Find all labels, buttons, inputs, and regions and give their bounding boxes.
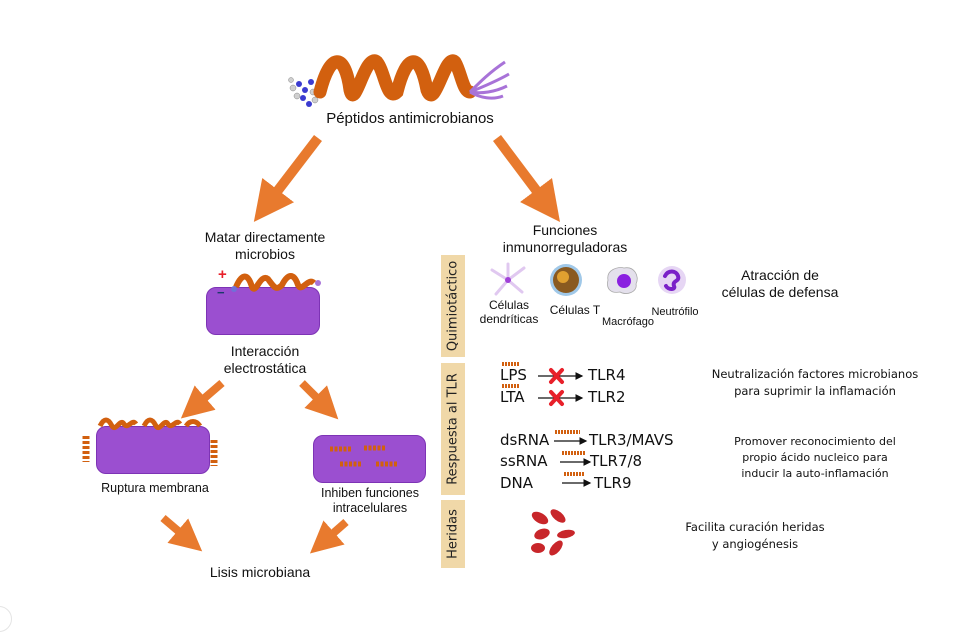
tlr-desc2-line1: Promover reconocimiento del	[734, 435, 896, 448]
tlr-desc-neutralize: Neutralización factores microbianos para…	[700, 366, 930, 399]
kill-heading-line1: Matar directamente	[204, 229, 326, 245]
ligand-dsrna: dsRNA	[500, 431, 550, 449]
wound-desc-line1: Facilita curación heridas	[685, 520, 825, 534]
interaction-line2: electrostática	[223, 359, 307, 376]
inhibit-line2: intracelulares	[332, 501, 408, 515]
kill-heading-line2: microbios	[235, 245, 295, 262]
chemotaxis-desc: Atracción de células de defensa	[700, 267, 860, 301]
interaction-label: Interacción electrostática	[190, 343, 340, 377]
interaction-line1: Interacción	[230, 343, 300, 359]
rupture-label: Ruptura membrana	[101, 481, 209, 495]
immuno-heading: Funciones inmunorreguladoras	[490, 222, 640, 256]
immuno-heading-line2: inmunorreguladoras	[502, 238, 628, 255]
tab-wounds: Heridas	[441, 500, 465, 568]
receptor-tlr4: TLR4	[588, 366, 626, 384]
tab-chemotactic: Quimiotáctico	[441, 255, 465, 357]
red-blood-cells-icon	[531, 509, 575, 556]
tlr-row-dna: DNA	[500, 474, 533, 492]
tlr-desc-promote: Promover reconocimiento del propio ácido…	[715, 434, 915, 482]
arrow-to-immuno	[493, 135, 560, 222]
arrow-to-rupture	[180, 379, 225, 419]
title-label: Péptidos antimicrobianos	[326, 110, 494, 127]
tlr-row-dsrna: dsRNA	[500, 431, 549, 449]
cell-label-neutrophil: Neutrófilo	[651, 306, 699, 318]
tlr-row-lps: LPS	[500, 366, 527, 384]
tlr-row-ssrna: ssRNA	[500, 452, 548, 470]
ruptured-membrane	[96, 426, 210, 474]
dendritic-cell-icon	[490, 262, 526, 296]
tlr-desc1-line2: para suprimir la inflamación	[734, 383, 896, 398]
chemotaxis-desc-line1: Atracción de	[741, 267, 819, 283]
immuno-heading-line1: Funciones	[532, 222, 598, 238]
negative-charge: −	[217, 285, 225, 300]
cell-label-dendritic: Células dendríticas	[472, 298, 546, 327]
inhibit-label: Inhiben funciones intracelulares	[300, 486, 440, 516]
arrow-inhibit-to-lysis	[309, 518, 349, 554]
inhibit-line1: Inhiben funciones	[321, 486, 419, 500]
positive-charge: +	[218, 266, 227, 283]
microbe-membrane	[206, 287, 320, 335]
ligand-lta: LTA	[500, 388, 525, 406]
receptor-tlr3: TLR3/MAVS	[589, 431, 674, 449]
wound-desc-line2: y angiogénesis	[711, 536, 799, 551]
bound-peptide-icon	[231, 273, 321, 292]
ligand-dna: DNA	[500, 474, 534, 492]
blocked-x-icon	[549, 390, 564, 406]
neutrophil-icon	[658, 266, 686, 294]
tlr-desc2-line3: inducir la auto-inflamación	[741, 466, 889, 480]
kill-heading: Matar directamente microbios	[180, 229, 350, 263]
tlr-desc1-line1: Neutralización factores microbianos	[711, 367, 919, 381]
receptor-tlr78: TLR7/8	[590, 452, 643, 470]
chemotaxis-desc-line2: células de defensa	[721, 283, 839, 300]
arrow-to-kill	[253, 134, 322, 222]
blocked-x-icon	[549, 368, 564, 384]
peptides-on-membrane-icon	[82, 417, 218, 466]
tlr-row-lta: LTA	[500, 388, 525, 406]
arrow-to-inhibit	[299, 380, 339, 420]
ligand-ssrna: ssRNA	[500, 452, 548, 470]
internal-peptides-icon	[330, 445, 398, 467]
peptide-helix-icon	[288, 54, 510, 107]
cell-label-macrophage: Macrófago	[602, 316, 654, 328]
intracellular-microbe	[313, 435, 426, 483]
tab-tlr-response: Respuesta al TLR	[441, 363, 465, 495]
receptor-tlr2: TLR2	[588, 388, 626, 406]
wound-desc: Facilita curación heridas y angiogénesis	[680, 519, 830, 552]
lysis-label: Lisis microbiana	[209, 564, 311, 580]
t-cell-icon	[550, 264, 582, 296]
arrow-rupture-to-lysis	[160, 514, 203, 552]
ligand-lps: LPS	[500, 366, 527, 384]
tlr-desc2-line2: propio ácido nucleico para	[742, 450, 888, 464]
cell-label-t: Células T	[549, 303, 601, 317]
dendritic-line2: dendríticas	[479, 312, 539, 327]
dendritic-line1: Células	[488, 298, 530, 312]
macrophage-icon	[607, 267, 638, 294]
receptor-tlr9: TLR9	[594, 474, 632, 492]
